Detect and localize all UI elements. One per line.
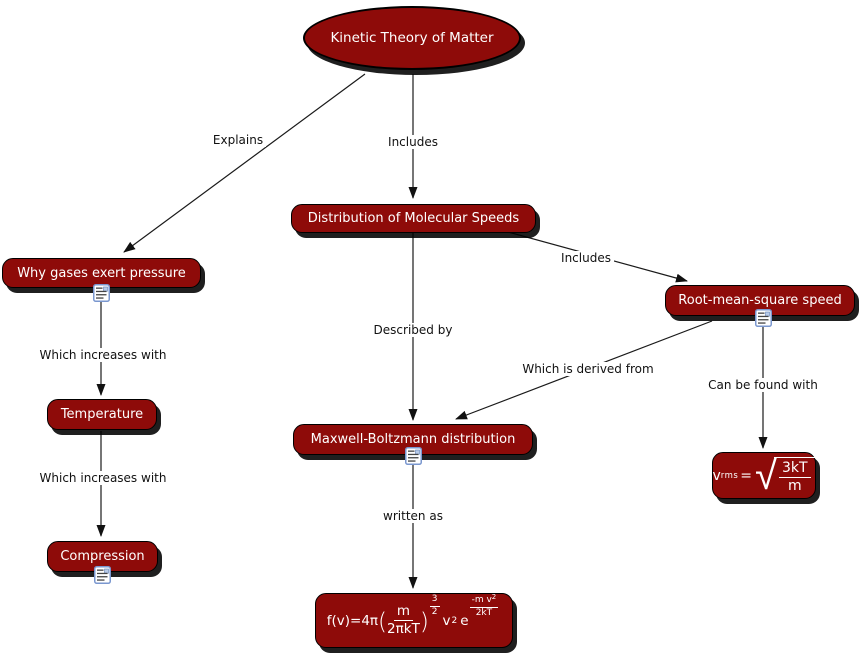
- linking-phrase-explains[interactable]: Explains: [209, 133, 267, 147]
- fraction-denominator: m: [787, 478, 802, 494]
- fv-prefix: f(v)=4π: [326, 612, 379, 629]
- linking-phrase-described-by[interactable]: Described by: [370, 323, 456, 337]
- square-root: √ 3kT m: [755, 452, 816, 499]
- vrms-subscript: rms: [720, 470, 739, 481]
- left-paren: (: [378, 609, 388, 635]
- fraction-numerator: m: [393, 604, 413, 621]
- node-label: Why gases exert pressure: [17, 265, 186, 281]
- node-label: Root-mean-square speed: [678, 293, 842, 308]
- node-label: Kinetic Theory of Matter: [330, 30, 494, 46]
- resource-icon[interactable]: [93, 284, 110, 302]
- radicand: 3kT m: [773, 456, 816, 495]
- linking-phrase-increases-2[interactable]: Which increases with: [36, 471, 170, 485]
- equals-sign: =: [740, 467, 753, 484]
- e-term: e: [460, 612, 469, 629]
- node-label: Temperature: [60, 407, 144, 422]
- fraction: 3kT m: [778, 460, 811, 495]
- node-temperature[interactable]: Temperature: [47, 399, 157, 430]
- right-paren: ): [419, 609, 429, 635]
- radical-symbol: √: [755, 452, 777, 499]
- linking-phrase-can-be-found[interactable]: Can be found with: [705, 378, 821, 392]
- connector-line-explains[interactable]: [123, 73, 366, 253]
- e-exponent-denominator: 2kT: [475, 607, 493, 618]
- node-label: Compression: [60, 549, 145, 564]
- linking-phrase-includes-top[interactable]: Includes: [385, 135, 441, 149]
- resource-icon[interactable]: [405, 447, 422, 465]
- resource-icon[interactable]: [755, 309, 772, 327]
- node-label: Maxwell-Boltzmann distribution: [310, 432, 516, 447]
- fraction: m 2πkT: [387, 604, 420, 637]
- exponent-numerator: 3: [429, 594, 440, 607]
- linking-phrase-derived-from[interactable]: Which is derived from: [519, 362, 657, 376]
- exponent-fraction: 3 2: [429, 594, 440, 617]
- linking-phrase-includes-right[interactable]: Includes: [558, 251, 614, 265]
- v-superscript: 2: [451, 615, 458, 626]
- linking-phrase-written-as[interactable]: written as: [380, 509, 446, 523]
- linking-phrase-increases-1[interactable]: Which increases with: [36, 348, 170, 362]
- node-distribution-of-molecular-speeds[interactable]: Distribution of Molecular Speeds: [291, 204, 536, 233]
- vrms-base: v: [712, 467, 721, 484]
- e-exponent-fraction: -m v2 2kT: [469, 593, 499, 618]
- e-exp-num-superscript: 2: [491, 593, 497, 602]
- e-exponent-numerator: -m v2: [469, 593, 499, 608]
- node-kinetic-theory[interactable]: Kinetic Theory of Matter: [303, 6, 521, 70]
- fraction-denominator: 2πkT: [387, 621, 420, 637]
- v-term: v: [442, 612, 451, 629]
- resource-icon[interactable]: [94, 566, 111, 584]
- node-label: Distribution of Molecular Speeds: [307, 211, 520, 226]
- fraction-numerator: 3kT: [778, 460, 811, 478]
- e-exp-num-text: -m v: [471, 595, 492, 606]
- exponent-denominator: 2: [431, 606, 438, 617]
